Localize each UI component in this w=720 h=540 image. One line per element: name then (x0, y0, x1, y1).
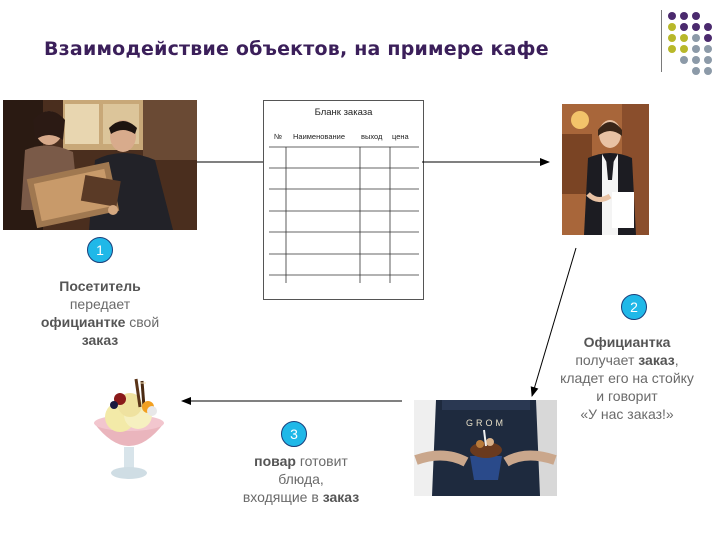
decor-divider-line (661, 10, 662, 72)
decor-dot (692, 56, 700, 64)
decor-dot (692, 45, 700, 53)
step-3-badge: 3 (281, 421, 307, 447)
decor-dot (692, 34, 700, 42)
photo-gelato-server: GROM (414, 400, 557, 496)
photo-waitress (562, 104, 649, 235)
step-3-caption: повар готовит блюда, входящие в заказ (242, 453, 360, 505)
decor-dot (680, 45, 688, 53)
slide-title: Взаимодействие объектов, на примере кафе (44, 38, 549, 60)
col-header-portion: выход (361, 132, 383, 141)
apron-logo-text: GROM (466, 418, 506, 428)
col-header-name: Наименование (293, 132, 345, 141)
decor-dot (668, 34, 676, 42)
decor-dot (680, 12, 688, 20)
col-header-price: цена (392, 132, 409, 141)
decor-dot (704, 56, 712, 64)
decor-dot (692, 67, 700, 75)
decor-dot (704, 23, 712, 31)
step-2-caption: Официантка получает заказ, кладет его на… (560, 334, 694, 422)
decor-dot (692, 12, 700, 20)
decor-dot (668, 45, 676, 53)
decor-dot (680, 23, 688, 31)
decor-dot (704, 34, 712, 42)
order-form-grid (269, 146, 419, 283)
decor-dot (692, 23, 700, 31)
decor-dot (680, 56, 688, 64)
decor-dot (704, 45, 712, 53)
order-form-title: Бланк заказа (314, 107, 373, 118)
step-2-badge: 2 (621, 294, 647, 320)
decor-dot (668, 23, 676, 31)
step-1-caption: Посетитель передает официантке свой зака… (40, 278, 160, 348)
decor-dot (680, 34, 688, 42)
photo-ice-cream-bowl (90, 377, 168, 485)
decor-dot (704, 67, 712, 75)
step-1-badge: 1 (87, 237, 113, 263)
order-form: Бланк заказа № Наименование выход цена (263, 100, 424, 300)
decor-dot (668, 12, 676, 20)
photo-visitors (3, 100, 197, 230)
col-header-number: № (274, 132, 283, 141)
